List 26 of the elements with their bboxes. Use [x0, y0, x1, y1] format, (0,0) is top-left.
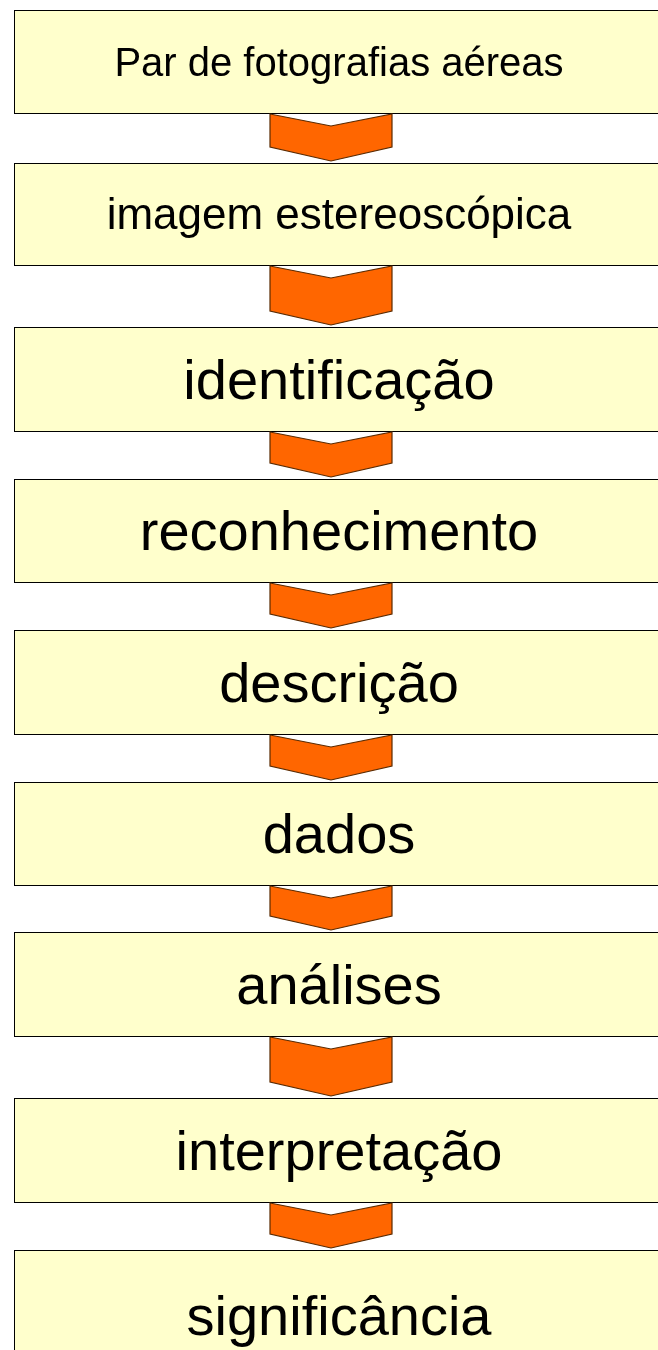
chevron-arrow	[269, 734, 393, 781]
chevron-arrow	[269, 265, 393, 326]
chevron-arrow	[269, 582, 393, 629]
step-label: identificação	[183, 348, 495, 411]
process-box	[14, 1098, 658, 1203]
step-label: reconhecimento	[139, 500, 539, 562]
chevron-arrow	[269, 1036, 393, 1097]
process-box	[14, 932, 658, 1037]
process-box	[14, 10, 658, 114]
step-label: descrição	[219, 651, 459, 714]
process-box	[14, 1250, 658, 1350]
process-box	[14, 327, 658, 432]
step-label: análises	[236, 953, 442, 1016]
process-box	[14, 163, 658, 266]
step-label: interpretação	[175, 1119, 503, 1182]
chevron-arrow	[269, 113, 393, 162]
process-box	[14, 630, 658, 735]
step-label: Par de fotografias aéreas	[114, 40, 564, 84]
chevron-arrow	[269, 431, 393, 478]
chevron-arrow	[269, 1202, 393, 1249]
step-label: dados	[262, 803, 416, 865]
chevron-arrow	[269, 885, 393, 931]
step-label: significância	[186, 1285, 492, 1347]
process-box	[14, 479, 658, 583]
step-label: imagem estereoscópica	[106, 190, 572, 239]
process-box	[14, 782, 658, 886]
